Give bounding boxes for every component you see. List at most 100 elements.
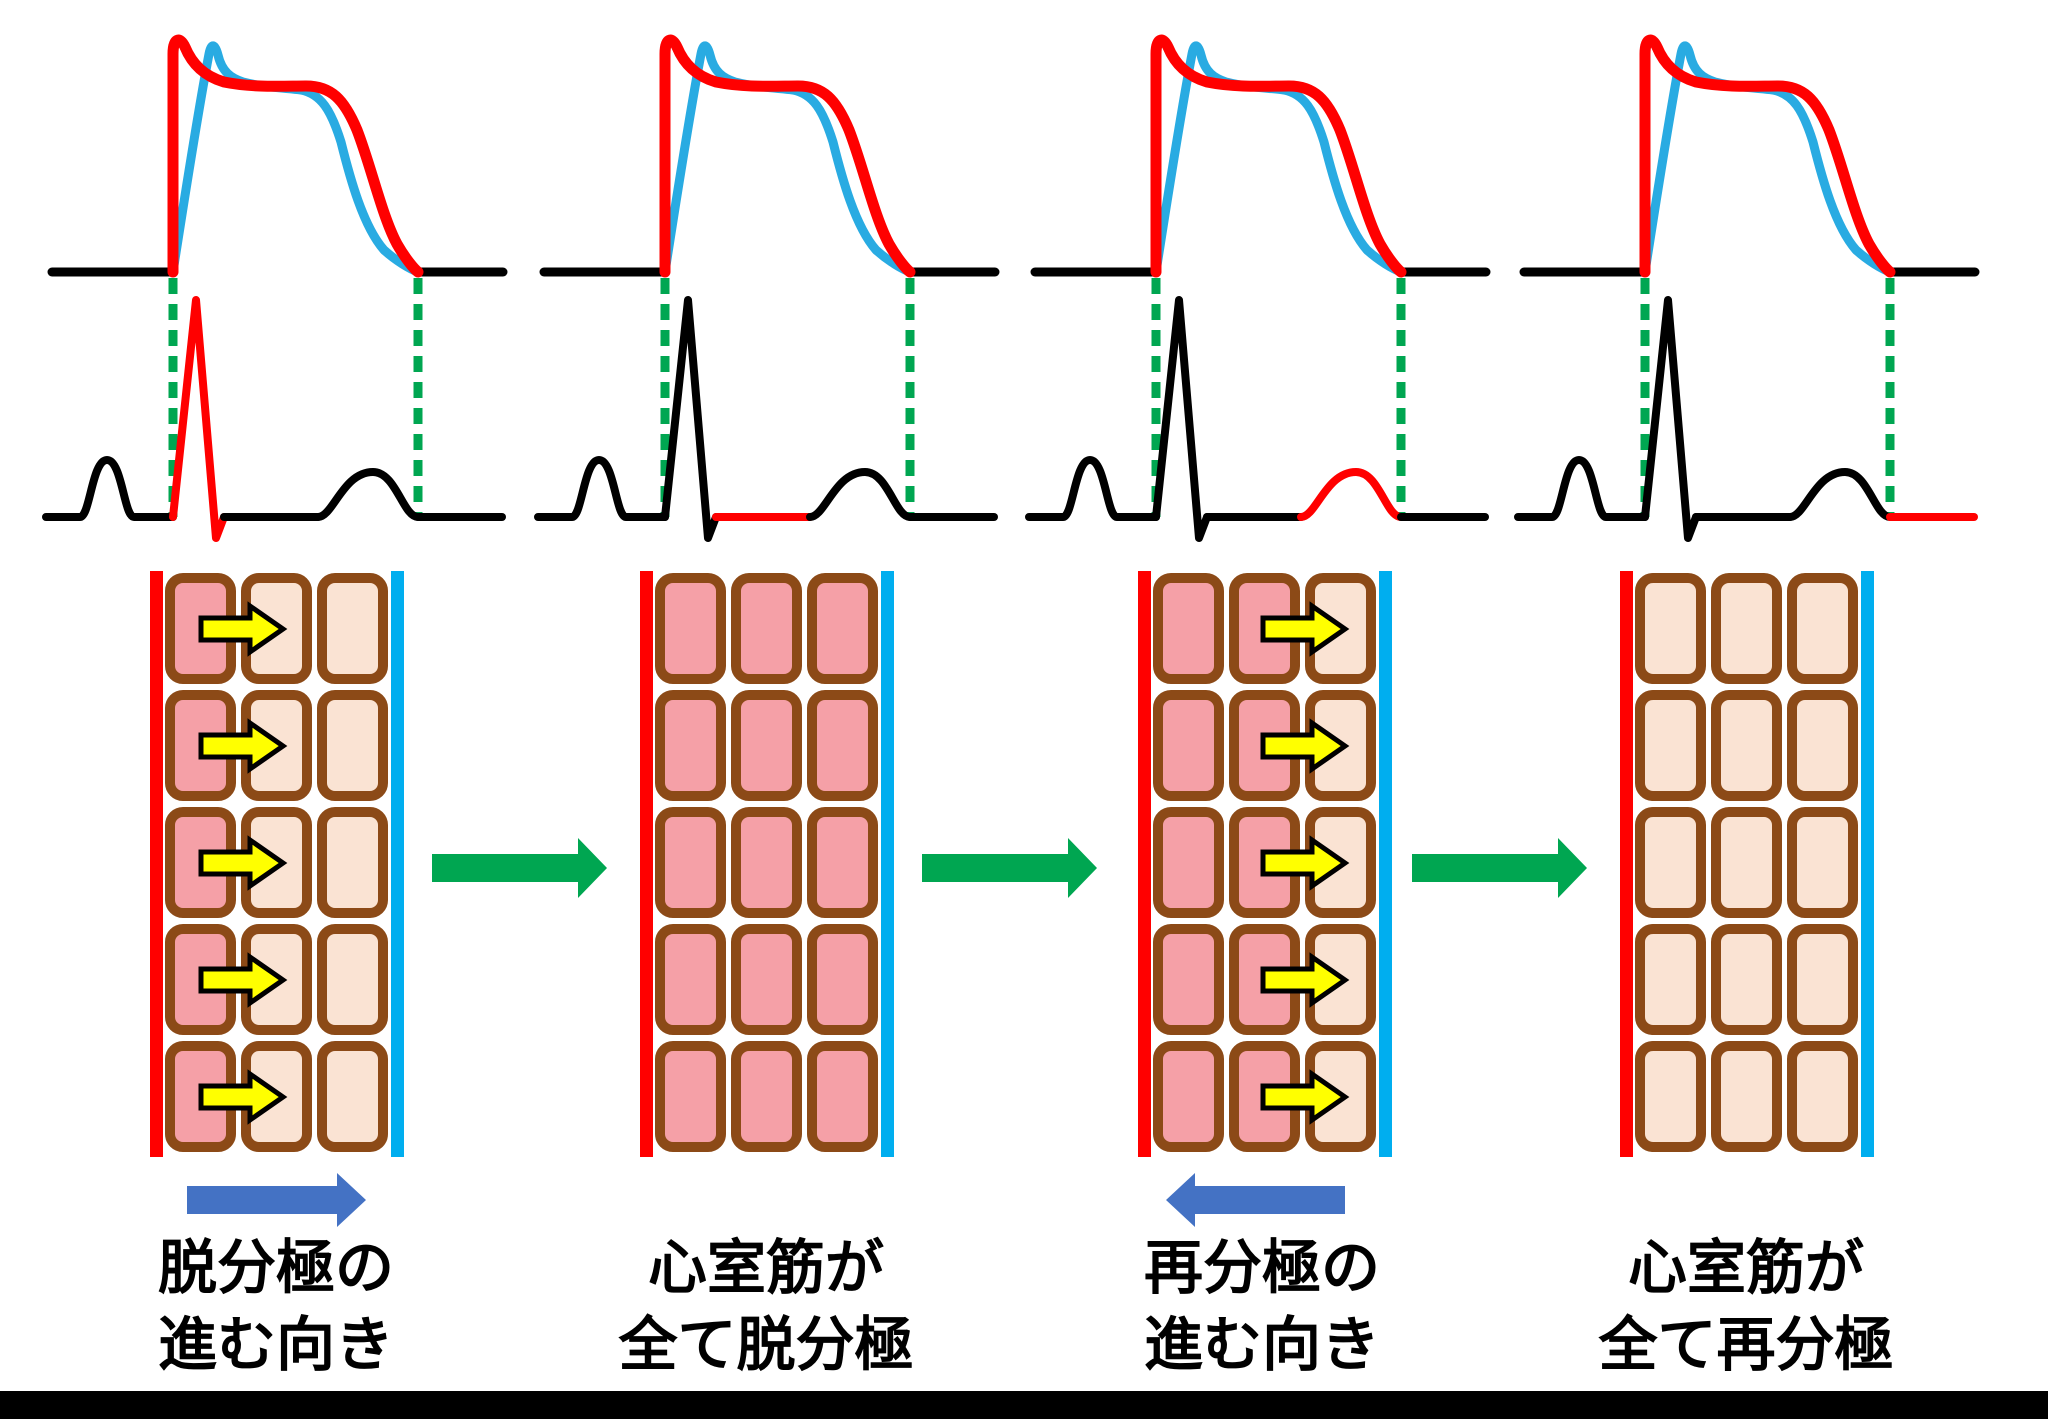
yellow-conduction-arrow-icon	[198, 952, 288, 1008]
right-arrow-glyph	[198, 1069, 288, 1125]
green-step-arrow-icon-3	[1412, 838, 1587, 898]
myocyte-cell-resting	[317, 807, 388, 918]
ecg-t-wave-segment	[1297, 468, 1405, 521]
myocyte-cell-repolarized	[1711, 807, 1782, 918]
ecg-p-wave-segment	[1514, 456, 1649, 521]
myocyte-cell-depolarized	[655, 573, 726, 684]
action-potential-endocardial-curve	[1150, 34, 1407, 278]
myocyte-cell-depolarized	[731, 690, 802, 801]
arrow-glyph	[1166, 1173, 1345, 1227]
action-potential-endocardial-curve	[167, 34, 424, 278]
myocyte-cell-repolarized	[1787, 690, 1858, 801]
myocyte-cell-depolarized	[1153, 573, 1224, 684]
myocyte-cell-repolarized	[1787, 924, 1858, 1035]
myocyte-cell-repolarized	[1787, 1041, 1858, 1152]
myocyte-cell-depolarized	[807, 573, 878, 684]
ecg-t-wave-segment	[314, 468, 422, 521]
right-arrow-glyph	[198, 835, 288, 891]
myocyte-cell-repolarized	[1711, 1041, 1782, 1152]
yellow-conduction-arrow-icon	[198, 835, 288, 891]
caption-line: 心室筋が	[647, 1235, 885, 1301]
caption-line: 全て再分極	[1598, 1312, 1894, 1378]
myocyte-cell-repolarized	[1711, 924, 1782, 1035]
epicardium-cyan-bar	[1861, 571, 1874, 1157]
myocardium-cell-grid	[1635, 573, 1858, 1152]
myocyte-cell-depolarized	[655, 690, 726, 801]
myocyte-cell-depolarized	[1153, 1041, 1224, 1152]
bottom-black-bar	[0, 1391, 2048, 1419]
myocyte-cell-repolarized	[1787, 573, 1858, 684]
myocyte-cell-depolarized	[731, 807, 802, 918]
arrow-glyph	[187, 1173, 366, 1227]
ecg-t-wave-segment	[1786, 468, 1894, 521]
caption-line: 脱分極の	[157, 1235, 395, 1301]
endocardium-red-bar	[640, 571, 653, 1157]
myocyte-cell-depolarized	[807, 807, 878, 918]
endocardium-red-bar	[150, 571, 163, 1157]
panel-2-caption: 心室筋が 全て脱分極	[618, 1230, 913, 1384]
myocardium-cell-grid	[655, 573, 878, 1152]
yellow-conduction-arrow-icon	[1260, 835, 1350, 891]
right-arrow-glyph	[198, 601, 288, 657]
right-arrow-glyph	[1260, 718, 1350, 774]
myocyte-cell-repolarized	[1635, 1041, 1706, 1152]
right-arrow-glyph	[198, 718, 288, 774]
ecg-qrs-segment	[661, 296, 720, 542]
caption-line: 全て脱分極	[618, 1312, 914, 1378]
ecg-qrs-segment	[1641, 296, 1700, 542]
right-arrow-glyph	[922, 838, 1097, 898]
myocyte-cell-repolarized	[1787, 807, 1858, 918]
yellow-conduction-arrow-icon	[1260, 601, 1350, 657]
caption-line: 心室筋が	[1627, 1235, 1865, 1301]
myocyte-cell-resting	[317, 573, 388, 684]
right-arrow-glyph	[1260, 601, 1350, 657]
yellow-conduction-arrow-icon	[1260, 718, 1350, 774]
trace-panel-3	[1025, 34, 1491, 542]
caption-line: 進む向き	[157, 1312, 395, 1378]
trace-panel-1	[42, 34, 508, 542]
right-arrow-glyph	[198, 952, 288, 1008]
ecg-qrs-segment	[1152, 296, 1211, 542]
right-arrow-glyph	[1260, 835, 1350, 891]
caption-line: 進む向き	[1143, 1312, 1381, 1378]
yellow-conduction-arrow-icon	[1260, 952, 1350, 1008]
myocyte-cell-depolarized	[1153, 924, 1224, 1035]
myocyte-cell-depolarized	[655, 924, 726, 1035]
myocyte-cell-resting	[317, 924, 388, 1035]
ecg-qrs-segment	[169, 296, 228, 542]
myocyte-cell-repolarized	[1635, 807, 1706, 918]
yellow-conduction-arrow-icon	[1260, 1069, 1350, 1125]
endocardium-red-bar	[1620, 571, 1633, 1157]
myocyte-cell-depolarized	[655, 807, 726, 918]
myocyte-cell-repolarized	[1711, 573, 1782, 684]
myocyte-cell-depolarized	[655, 1041, 726, 1152]
myocyte-cell-repolarized	[1635, 573, 1706, 684]
myocyte-cell-depolarized	[807, 924, 878, 1035]
yellow-conduction-arrow-icon	[198, 601, 288, 657]
caption-line: 再分極の	[1143, 1235, 1381, 1301]
ecg-t-wave-segment	[806, 468, 914, 521]
yellow-conduction-arrow-icon	[198, 1069, 288, 1125]
right-arrow-glyph	[1260, 1069, 1350, 1125]
myocyte-cell-resting	[317, 690, 388, 801]
blue-direction-arrow-icon-right	[187, 1173, 366, 1227]
right-arrow-glyph	[1260, 952, 1350, 1008]
right-arrow-glyph	[1412, 838, 1587, 898]
myocyte-cell-depolarized	[807, 1041, 878, 1152]
myocyte-cell-repolarized	[1635, 924, 1706, 1035]
myocyte-cell-depolarized	[1153, 690, 1224, 801]
panel-4-caption: 心室筋が 全て再分極	[1598, 1230, 1893, 1384]
myocyte-cell-resting	[317, 1041, 388, 1152]
myocyte-cell-repolarized	[1711, 690, 1782, 801]
right-arrow-glyph	[432, 838, 607, 898]
blue-direction-arrow-icon-left	[1166, 1173, 1345, 1227]
ecg-p-wave-segment	[42, 456, 177, 521]
epicardium-cyan-bar	[391, 571, 404, 1157]
panel-3-caption: 再分極の 進む向き	[1144, 1230, 1380, 1384]
action-potential-endocardial-curve	[1639, 34, 1896, 278]
myocyte-cell-depolarized	[1153, 807, 1224, 918]
action-potential-endocardial-curve	[659, 34, 916, 278]
myocyte-cell-depolarized	[731, 1041, 802, 1152]
ecg-p-wave-segment	[534, 456, 669, 521]
